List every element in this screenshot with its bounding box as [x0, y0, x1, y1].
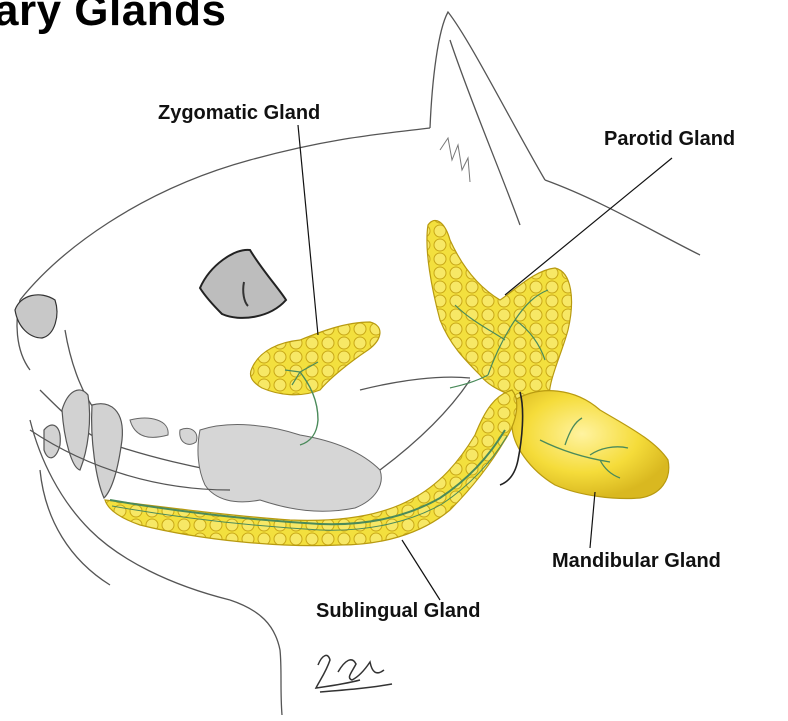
- zygomatic-gland-label: Zygomatic Gland: [158, 102, 320, 125]
- skull-bones: [130, 418, 381, 511]
- mandibular-gland: [511, 391, 669, 499]
- nose: [15, 295, 57, 338]
- eye: [200, 250, 286, 318]
- ear-hairs: [440, 138, 470, 182]
- parotid-gland-label: Parotid Gland: [604, 128, 735, 151]
- sublingual-gland-label: Sublingual Gland: [316, 600, 480, 623]
- zygomatic-gland: [250, 322, 379, 395]
- mandibular-gland-label: Mandibular Gland: [552, 550, 721, 573]
- parotid-gland: [427, 220, 572, 413]
- artist-signature: [316, 655, 392, 692]
